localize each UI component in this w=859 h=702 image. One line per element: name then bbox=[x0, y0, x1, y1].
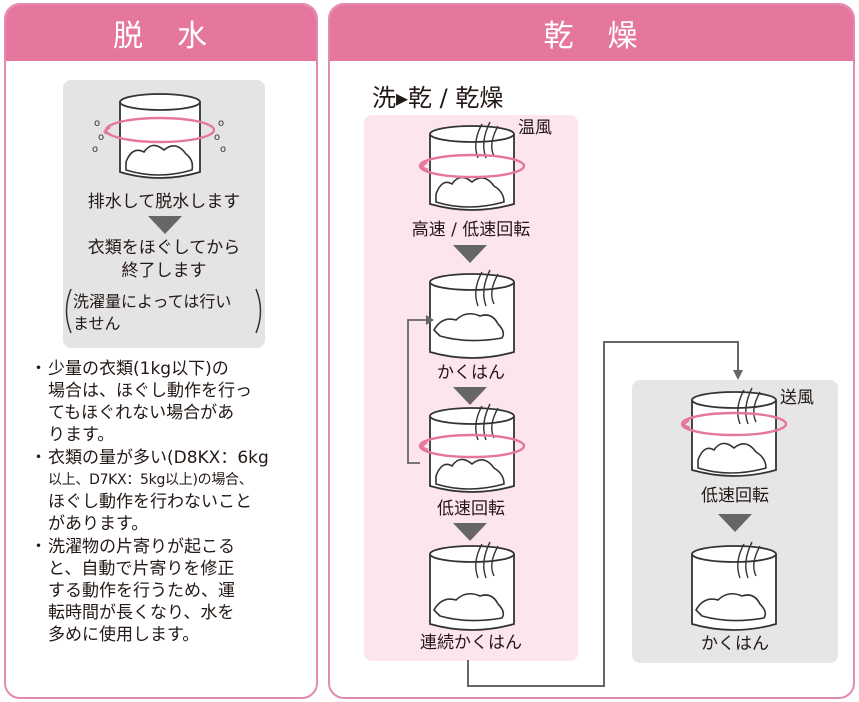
dry-step-2: かくはん bbox=[437, 363, 505, 383]
note-line: 場合は、ほぐし動作を行っ bbox=[48, 381, 252, 401]
blow-step-2: かくはん bbox=[701, 634, 769, 654]
drum-rotate-icon bbox=[418, 403, 526, 493]
down-arrow-icon bbox=[148, 216, 182, 234]
note-line: ほぐし動作を行わないこと bbox=[48, 492, 252, 512]
note-line: 以上、D7KX：5kg以上)の場合、 bbox=[48, 472, 253, 488]
dry-title: 乾 燥 bbox=[330, 5, 853, 61]
warm-air-label: 温風 bbox=[518, 118, 552, 138]
drum-continuous-stir-icon bbox=[429, 541, 515, 631]
svg-text:o: o bbox=[220, 144, 226, 155]
dehydrate-title: 脱 水 bbox=[6, 5, 316, 61]
dehydrate-step2-line2: 終了します bbox=[121, 261, 207, 281]
svg-text:o: o bbox=[98, 132, 104, 143]
down-arrow-icon bbox=[453, 523, 487, 541]
dehydrate-note-line1: 洗濯量によっては行い bbox=[73, 292, 232, 311]
note-line: する動作を行うため、運 bbox=[48, 581, 235, 601]
dehydrate-note-line2: ません bbox=[73, 314, 121, 333]
note-item: 衣類の量が多い(D8KX：6kg 以上、D7KX：5kg以上)の場合、 ほぐし動… bbox=[30, 447, 320, 535]
note-line: と、自動で片寄りを修正 bbox=[48, 559, 235, 579]
dehydrate-step1: 排水して脱水します bbox=[87, 192, 241, 212]
blow-step-1: 低速回転 bbox=[701, 486, 769, 506]
note-line: 洗濯物の片寄りが起こる bbox=[48, 537, 235, 557]
note-line: 転時間が長くなり、水を bbox=[48, 603, 235, 623]
paren-right bbox=[255, 288, 262, 334]
note-line: 衣類の量が多い(D8KX：6kg bbox=[48, 448, 269, 468]
drum-blow-rotate-icon bbox=[680, 387, 788, 477]
dehydrate-notes: 少量の衣類(1kg以下)の 場合は、ほぐし動作を行っ てもほぐれない場合があ り… bbox=[30, 358, 320, 647]
drum-spin-icon: o o o o o o bbox=[92, 93, 226, 179]
svg-text:o: o bbox=[214, 132, 220, 143]
svg-text:o: o bbox=[92, 144, 98, 155]
dehydrate-step2-line1: 衣類をほぐしてから bbox=[87, 238, 241, 258]
svg-text:o: o bbox=[218, 118, 224, 129]
blow-label: 送風 bbox=[780, 388, 814, 408]
down-arrow-icon bbox=[453, 245, 487, 263]
paren-left bbox=[65, 288, 72, 334]
dry-step-3: 低速回転 bbox=[437, 499, 505, 519]
note-item: 洗濯物の片寄りが起こる と、自動で片寄りを修正 する動作を行うため、運 転時間が… bbox=[30, 536, 320, 646]
note-line: ります。 bbox=[48, 425, 115, 445]
note-line: てもほぐれない場合があ bbox=[48, 403, 235, 423]
note-line: があります。 bbox=[48, 514, 149, 534]
note-line: 少量の衣類(1kg以下)の bbox=[48, 359, 229, 379]
down-arrow-icon bbox=[453, 387, 487, 405]
drum-stir-icon bbox=[429, 269, 515, 359]
dry-step-1: 高速 / 低速回転 bbox=[411, 220, 531, 240]
drum-blow-stir-icon bbox=[691, 541, 777, 631]
down-arrow-icon bbox=[718, 514, 752, 532]
dry-course-label: 洗▸乾 / 乾燥 bbox=[372, 84, 504, 112]
dry-step-4: 連続かくはん bbox=[420, 633, 522, 653]
note-item: 少量の衣類(1kg以下)の 場合は、ほぐし動作を行っ てもほぐれない場合があ り… bbox=[30, 358, 320, 446]
drum-warm-rotate-icon bbox=[418, 121, 526, 211]
note-line: 多めに使用します。 bbox=[48, 625, 200, 645]
svg-text:o: o bbox=[94, 118, 100, 129]
